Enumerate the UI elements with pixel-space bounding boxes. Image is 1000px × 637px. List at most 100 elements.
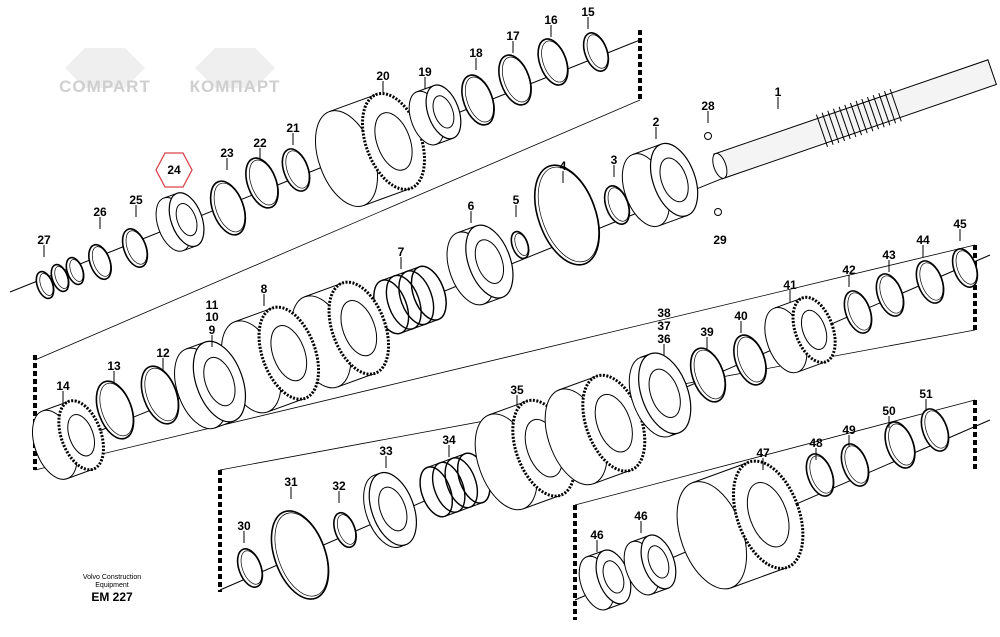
part [544, 373, 647, 486]
callout-41: 41 [783, 278, 797, 302]
callout-30: 30 [237, 519, 251, 543]
part-bore [648, 368, 681, 418]
callout-4: 4 [560, 159, 567, 183]
part [333, 511, 357, 549]
callout-7: 7 [398, 245, 405, 269]
part [281, 148, 311, 192]
ring-inner [888, 423, 915, 466]
part [623, 534, 677, 596]
part-edge [774, 297, 803, 309]
part-face [915, 260, 945, 304]
spring-coil [419, 466, 454, 518]
part-face [920, 408, 950, 452]
callout-label: 16 [544, 13, 558, 27]
part-face [582, 32, 610, 72]
spring-coil [410, 265, 447, 321]
ring-inner [924, 410, 949, 449]
ball-part [714, 208, 722, 216]
part [50, 263, 70, 293]
shaft-part [712, 59, 998, 180]
part-bore [67, 414, 96, 457]
callout-3: 3 [611, 153, 618, 177]
callout-label: 1 [775, 85, 782, 99]
part [315, 92, 426, 207]
ring-inner [736, 336, 766, 383]
part-edge [444, 502, 483, 517]
part [88, 243, 112, 281]
callout-13: 13 [107, 359, 121, 383]
ring-inner [39, 273, 54, 296]
part-bore [647, 545, 670, 579]
callout-label: 17 [506, 29, 520, 43]
part-edge [42, 400, 70, 412]
part-face [533, 164, 601, 266]
ring-inner [586, 34, 609, 69]
part-edge [381, 266, 420, 281]
caption-line-2: Equipment [95, 582, 129, 589]
callout-label: 15 [581, 5, 595, 19]
callout-label: 12 [156, 346, 170, 360]
callout-label: 44 [916, 233, 930, 247]
callout-label: 13 [107, 359, 121, 373]
callout-32: 32 [332, 479, 346, 503]
part [843, 290, 873, 334]
callout-label: 21 [286, 121, 300, 135]
spline-tooth [884, 91, 897, 124]
part [408, 84, 462, 146]
callout-label: 27 [37, 233, 51, 247]
callout-label: 35 [510, 383, 524, 397]
part [363, 471, 417, 548]
part-bore [378, 486, 408, 532]
part-edge [400, 319, 439, 334]
part-face [733, 334, 767, 386]
part [155, 192, 205, 252]
callout-10: 10 [205, 310, 219, 324]
callout-label: 43 [882, 248, 896, 262]
ring-inner [144, 367, 179, 422]
part [95, 380, 135, 440]
ring-inner [125, 230, 148, 265]
callout-2: 2 [653, 115, 660, 139]
callout-6: 6 [468, 199, 475, 223]
callout-23: 23 [220, 146, 234, 170]
ring-inner [955, 250, 978, 285]
callout-label: 2 [653, 115, 660, 129]
callout-44: 44 [916, 233, 930, 257]
frame-line [34, 99, 641, 361]
highlight-hexagon [155, 152, 193, 188]
part-face [951, 248, 979, 288]
part [270, 510, 330, 600]
spline-tooth [878, 92, 891, 126]
part [733, 334, 767, 386]
part-bore [374, 112, 413, 171]
part [35, 270, 55, 300]
spline-tooth [827, 110, 840, 144]
part-face [209, 180, 247, 236]
callout-label: 9 [209, 323, 216, 337]
callout-50: 50 [882, 404, 896, 428]
callout-label: 8 [261, 282, 268, 296]
callout-label: 28 [701, 99, 715, 113]
shaft-end [712, 152, 728, 179]
part [65, 256, 85, 286]
part [140, 365, 180, 425]
callout-22: 22 [253, 136, 267, 160]
callout-label: 24 [167, 163, 181, 177]
callout-51: 51 [919, 387, 933, 411]
spring-coil [385, 274, 422, 330]
callout-19: 19 [418, 65, 432, 89]
callout-37: 37 [657, 319, 671, 333]
callout-label: 50 [882, 404, 896, 418]
shaft-body [713, 59, 998, 180]
part-face [603, 185, 631, 225]
callout-43: 43 [882, 248, 896, 272]
spline-tooth [855, 100, 868, 134]
part-edge [632, 143, 662, 155]
callout-label: 18 [469, 46, 483, 60]
part [446, 224, 514, 306]
part-face [245, 157, 279, 209]
part-edge [427, 453, 466, 468]
part-bore [800, 309, 828, 350]
spline-tooth [872, 94, 885, 128]
watermark-hexagon [195, 48, 275, 88]
